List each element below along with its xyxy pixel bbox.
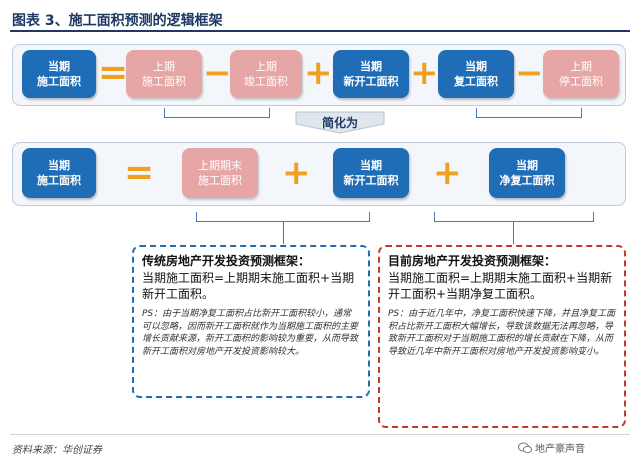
bracket <box>196 212 370 222</box>
footer-rule: 资料来源：华创证券 <box>10 434 630 456</box>
box-line: 施工面积 <box>37 174 81 187</box>
box-line: 净复工面积 <box>499 174 555 187</box>
watermark: 地产豪声音 <box>518 440 585 455</box>
box-line: 竣工面积 <box>244 75 288 88</box>
prev-completed-area-box: 上期 竣工面积 <box>230 50 302 98</box>
box-line: 当期 <box>516 159 538 172</box>
current-construction-area-box: 当期 施工面积 <box>22 148 96 198</box>
box-line: 当期 <box>465 60 487 73</box>
box-line: 当期 <box>360 60 382 73</box>
box-line: 上期 <box>153 60 175 73</box>
plus-operator: + <box>410 53 439 93</box>
figure-title: 图表 3、施工面积预测的逻辑框架 <box>12 13 223 29</box>
box-line: 当期 <box>360 159 382 172</box>
connector-line <box>513 222 514 244</box>
title-bar: 图表 3、施工面积预测的逻辑框架 <box>10 6 630 32</box>
bracket <box>476 108 582 118</box>
minus-operator: − <box>515 53 544 93</box>
prev-suspended-area-box: 上期 停工面积 <box>543 50 619 98</box>
source-note: 资料来源：华创证券 <box>12 445 102 456</box>
bracket <box>164 108 270 118</box>
box-line: 上期 <box>570 60 592 73</box>
wechat-icon <box>518 442 532 453</box>
box-line: 当期 <box>48 60 70 73</box>
equals-operator: = <box>124 152 155 193</box>
panel-formula: 当期施工面积=上期期末施工面积+当期新开工面积。 <box>142 271 355 301</box>
panel-formula: 当期施工面积=上期期末施工面积+当期新开工面积+当期净复工面积。 <box>388 271 613 301</box>
simplify-label: 简化为 <box>321 116 358 130</box>
plus-operator: + <box>304 53 333 93</box>
simplify-arrow: 简化为 <box>294 110 386 134</box>
current-new-start-area-box: 当期 新开工面积 <box>333 50 409 98</box>
plus-operator: + <box>433 153 462 193</box>
box-line: 复工面积 <box>454 75 498 88</box>
panel-note: PS：由于近几年中，净复工面积快速下降，并且净复工面积占比新开工面积大幅增长，导… <box>388 309 616 357</box>
current-resumed-area-box: 当期 复工面积 <box>438 50 514 98</box>
current-construction-area-box: 当期 施工面积 <box>22 50 96 98</box>
plus-operator: + <box>282 153 311 193</box>
connector-line <box>283 222 284 244</box>
minus-operator: − <box>203 53 232 93</box>
panel-heading: 目前房地产开发投资预测框架： <box>388 254 557 268</box>
box-line: 施工面积 <box>198 174 242 187</box>
bracket <box>434 212 594 222</box>
arrow-down-icon <box>295 111 385 134</box>
box-line: 上期期末 <box>198 159 242 172</box>
box-line: 当期 <box>48 159 70 172</box>
box-line: 施工面积 <box>142 75 186 88</box>
watermark-text: 地产豪声音 <box>535 444 585 455</box>
box-line: 新开工面积 <box>343 174 399 187</box>
box-line: 停工面积 <box>559 75 603 88</box>
current-new-start-area-box: 当期 新开工面积 <box>333 148 409 198</box>
prev-construction-area-box: 上期 施工面积 <box>126 50 202 98</box>
panel-note: PS：由于当期净复工面积占比新开工面积较小，通常可以忽略，因而新开工面积就作为当… <box>142 309 359 357</box>
current-net-resumed-area-box: 当期 净复工面积 <box>489 148 565 198</box>
full-formula-row <box>12 44 626 106</box>
equals-operator: = <box>98 52 129 93</box>
box-line: 上期 <box>255 60 277 73</box>
traditional-framework-panel: 传统房地产开发投资预测框架： 当期施工面积=上期期末施工面积+当期新开工面积。 … <box>132 245 370 398</box>
box-line: 新开工面积 <box>343 75 399 88</box>
panel-heading: 传统房地产开发投资预测框架： <box>142 254 311 268</box>
current-framework-panel: 目前房地产开发投资预测框架： 当期施工面积=上期期末施工面积+当期新开工面积+当… <box>378 245 626 428</box>
box-line: 施工面积 <box>37 75 81 88</box>
prev-period-end-construction-area-box: 上期期末 施工面积 <box>182 148 258 198</box>
